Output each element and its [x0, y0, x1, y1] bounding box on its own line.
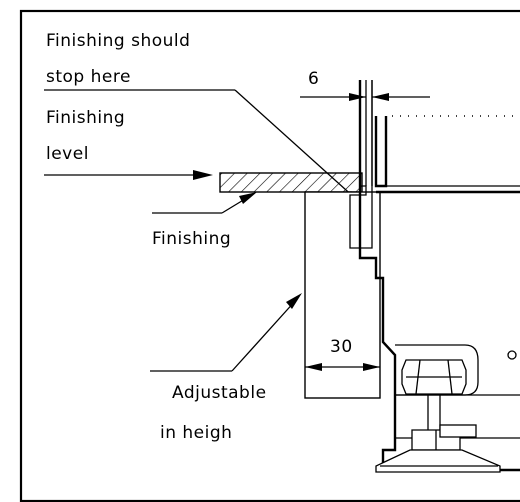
bolt-hole — [507, 350, 517, 360]
label-finishing-stop-line2: stop here — [46, 67, 131, 87]
dim-6-arrow-right — [372, 93, 389, 101]
finishing-slab — [219, 172, 363, 193]
drawing-frame — [19, 9, 520, 502]
dim-30-arrow-right — [363, 363, 380, 371]
dim-6-value: 6 — [308, 69, 319, 89]
cabinet-wall — [374, 116, 388, 188]
label-finishing-level-line2: level — [46, 144, 89, 164]
label-finishing: Finishing — [152, 229, 231, 249]
label-finishing-stop-line1: Finishing should — [46, 31, 190, 51]
arrowhead-adjustable — [286, 293, 302, 309]
arrowhead-finishing-level — [193, 170, 213, 180]
lower-clip — [439, 424, 477, 438]
base-foot — [375, 449, 501, 473]
leader-adjustable — [231, 299, 297, 372]
label-adjustable-line2: in heigh — [160, 423, 232, 443]
dim-30-value: 30 — [330, 337, 353, 357]
adjustable-column — [304, 191, 381, 399]
label-finishing-level-line1: Finishing — [46, 108, 125, 128]
label-adjustable-line1: Adjustable — [172, 383, 267, 403]
arrowhead-finishing — [239, 192, 257, 204]
dim-30-arrow-left — [305, 363, 322, 371]
wall-profile-outer — [358, 80, 520, 472]
bracket — [395, 344, 479, 396]
dim-6-arrow-left — [349, 93, 366, 101]
